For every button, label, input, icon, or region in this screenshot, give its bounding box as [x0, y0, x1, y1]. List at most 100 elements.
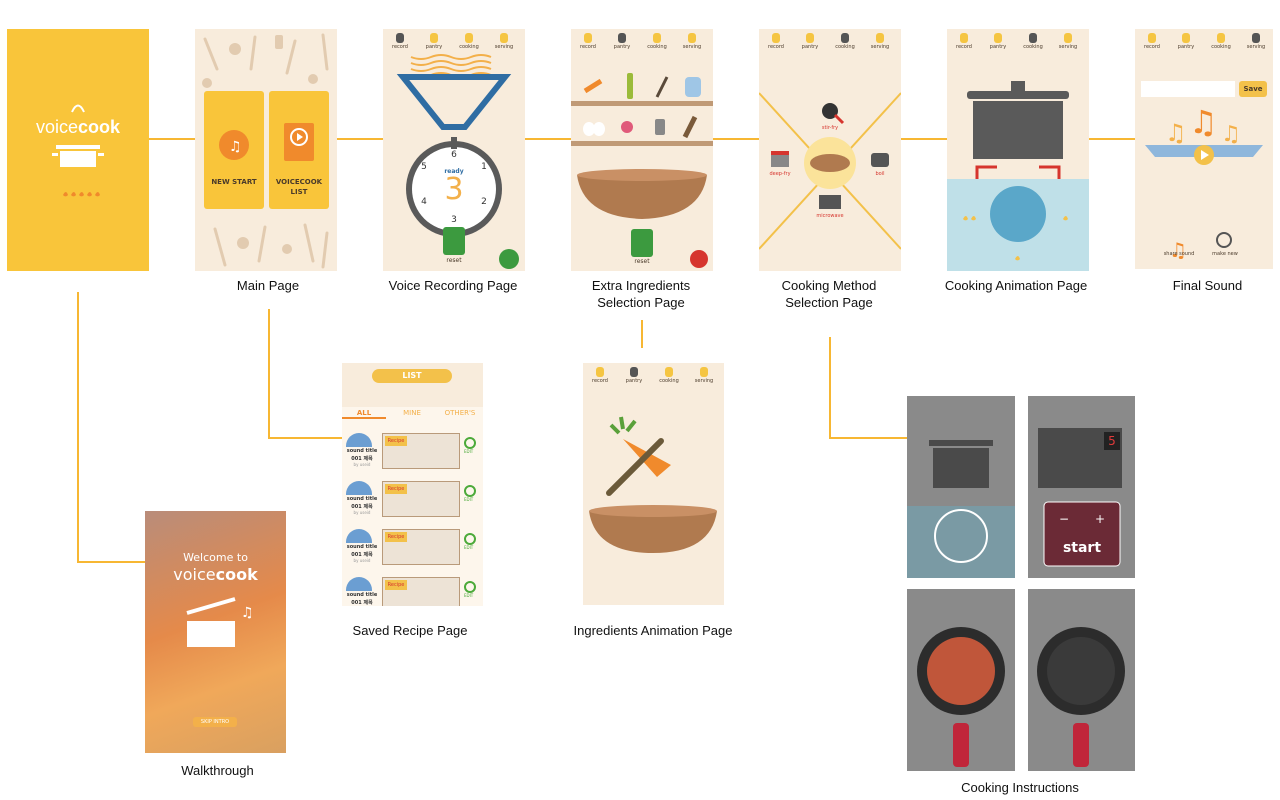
- skip-intro-button[interactable]: SKIP INTRO: [193, 717, 237, 727]
- row-subtitle: 001 제목: [351, 504, 373, 510]
- row-title: sound title: [346, 592, 378, 598]
- recipe-tag: Recipe: [385, 484, 407, 494]
- voice-recording-caption: Voice Recording Page: [388, 278, 518, 293]
- recipe-tag: Recipe: [385, 436, 407, 446]
- dial-number: 6: [451, 150, 457, 160]
- cooking-instructions-caption: Cooking Instructions: [961, 780, 1079, 795]
- music-plate-graphic: ♫♫♫ ♫: [1145, 103, 1263, 262]
- select-icon[interactable]: [464, 485, 476, 497]
- connector-line: [268, 437, 342, 439]
- edit-label: EDIT: [464, 449, 474, 454]
- select-icon[interactable]: [464, 581, 476, 593]
- book-icon: [284, 123, 314, 161]
- voicecook-list-button[interactable]: VOICECOOK LIST: [269, 91, 329, 209]
- scale-dial-graphic: [396, 54, 519, 269]
- tab-others[interactable]: OTHER'S: [444, 409, 476, 417]
- recipe-card: Recipe: [382, 433, 460, 469]
- make-new-label[interactable]: make new: [1212, 251, 1238, 257]
- row-title: sound title: [346, 448, 378, 454]
- svg-text:♫: ♫: [1189, 103, 1218, 141]
- edit-label: EDIT: [464, 545, 474, 550]
- row-subtitle: 001 제목: [351, 552, 373, 558]
- list-header: LIST: [342, 363, 483, 407]
- svg-text:♫: ♫: [229, 139, 242, 155]
- minus-button[interactable]: −: [1058, 512, 1070, 526]
- reset-label: reset: [446, 257, 462, 264]
- walkthrough-caption: Walkthrough: [181, 763, 254, 778]
- connector-line: [712, 138, 759, 140]
- save-button[interactable]: Save: [1239, 81, 1267, 97]
- connector-line: [336, 138, 383, 140]
- svg-text:♫: ♫: [1165, 119, 1187, 147]
- start-button[interactable]: start: [1062, 540, 1102, 556]
- play-icon[interactable]: [346, 433, 372, 447]
- welcome-text: Welcome to: [183, 551, 248, 564]
- dial-number: 3: [451, 215, 457, 225]
- row-subtitle: 001 제목: [351, 600, 373, 606]
- recipe-card: Recipe: [382, 577, 460, 606]
- connector-line: [829, 437, 907, 439]
- connector-line: [149, 138, 195, 140]
- connector-line: [900, 138, 947, 140]
- method-microwave[interactable]: microwave: [816, 213, 844, 219]
- tab-all[interactable]: ALL: [342, 409, 386, 419]
- method-boil[interactable]: boil: [875, 171, 885, 177]
- stir-fry-instruction-graphic: [1037, 627, 1125, 767]
- deep-fry-instruction-graphic: [917, 627, 1005, 767]
- splash-screen: voicecook: [7, 29, 149, 271]
- ready-label: ready: [444, 168, 464, 175]
- row-user: by useid: [353, 510, 371, 515]
- select-icon[interactable]: [464, 533, 476, 545]
- svg-text:♫: ♫: [1169, 238, 1187, 262]
- app-logo: voicecook: [35, 117, 121, 137]
- play-icon[interactable]: [346, 529, 372, 543]
- sound-title-input[interactable]: [1141, 81, 1235, 97]
- boiling-pot-graphic: [947, 81, 1089, 271]
- boil-instruction-graphic: [907, 440, 1015, 578]
- method-stir-fry[interactable]: stir-fry: [821, 125, 839, 131]
- row-user: by useid: [353, 558, 371, 563]
- main-page-caption: Main Page: [236, 278, 300, 293]
- play-icon[interactable]: [346, 481, 372, 495]
- pot-lid-icon: ♫: [186, 597, 254, 647]
- timer-display: 5: [1104, 432, 1120, 450]
- instruction-screen-microwave: 5 − + start: [1028, 396, 1135, 578]
- dial-number: 5: [421, 162, 427, 172]
- saved-recipe-caption: Saved Recipe Page: [352, 623, 468, 638]
- voicecook-list-label: VOICECOOK LIST: [275, 178, 323, 196]
- connector-line: [524, 138, 571, 140]
- instruction-screen-deep-fry: [907, 589, 1015, 771]
- new-start-button[interactable]: ♫ NEW START: [204, 91, 264, 209]
- row-subtitle: 001 제목: [351, 456, 373, 462]
- select-icon[interactable]: [464, 437, 476, 449]
- edit-label: EDIT: [464, 593, 474, 598]
- plus-button[interactable]: +: [1094, 512, 1106, 526]
- share-sound-label[interactable]: share sound: [1163, 251, 1195, 257]
- dial-number: 4: [421, 197, 427, 207]
- tab-mine[interactable]: MINE: [403, 409, 421, 417]
- dial-number: 2: [481, 197, 487, 207]
- method-deep-fry[interactable]: deep-fry: [769, 171, 791, 177]
- play-icon[interactable]: [346, 577, 372, 591]
- connector-line: [77, 561, 145, 563]
- countdown-number: 3: [444, 172, 464, 207]
- recipe-tag: Recipe: [385, 580, 407, 590]
- row-title: sound title: [346, 544, 378, 550]
- instruction-screen-stir-fry: [1028, 589, 1135, 771]
